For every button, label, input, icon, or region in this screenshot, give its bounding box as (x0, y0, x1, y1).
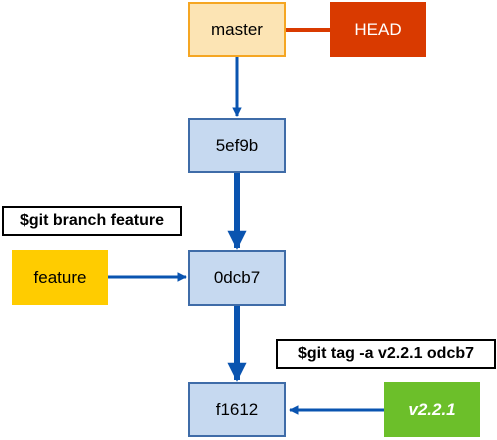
branch-command-label: $git branch feature (2, 206, 182, 236)
tag-command-label: $git tag -a v2.2.1 odcb7 (276, 339, 496, 369)
commit-f1612-node: f1612 (188, 382, 286, 437)
head-pointer-node: HEAD (330, 2, 426, 57)
tag-v2-2-1-node: v2.2.1 (384, 382, 480, 437)
commit-5ef9b-node: 5ef9b (188, 118, 286, 173)
master-branch-node: master (188, 2, 286, 57)
feature-branch-node: feature (12, 250, 108, 305)
commit-0dcb7-node: 0dcb7 (188, 250, 286, 306)
